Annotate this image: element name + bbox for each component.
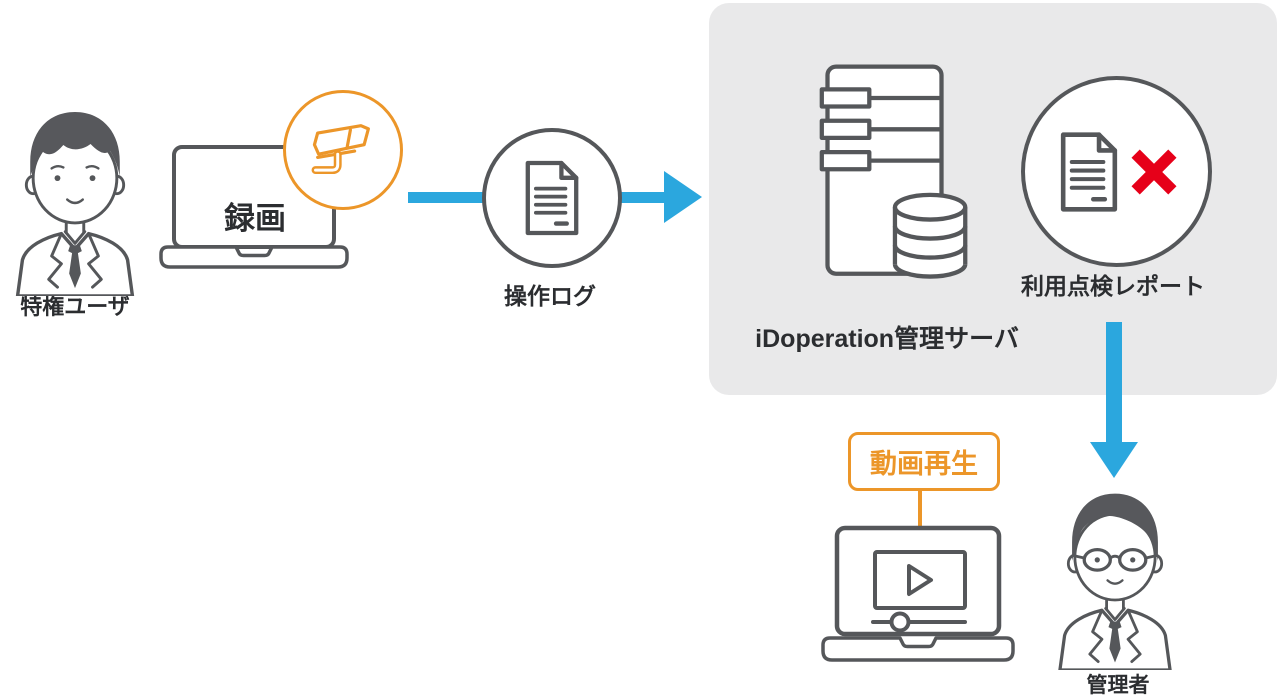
privileged-user-label: 特権ユーザ (20, 294, 130, 319)
error-cross-icon (1131, 149, 1176, 194)
video-player-icon (821, 525, 1015, 662)
flow-arrow-right-head (664, 171, 702, 223)
operation-log-node (482, 128, 622, 268)
camera-icon (311, 124, 370, 175)
administrator-illustration (1045, 488, 1185, 670)
log-document-icon (525, 160, 579, 236)
server-icon (819, 64, 968, 279)
callout-connector-line (918, 485, 922, 529)
report-document-icon (1060, 131, 1117, 212)
person-icon (15, 111, 135, 296)
flow-arrow-down-shaft (1106, 322, 1122, 444)
flow-arrow-down-head (1090, 442, 1138, 478)
camera-badge (283, 90, 403, 210)
video-playback-callout: 動画再生 (848, 432, 1000, 491)
management-server (818, 58, 970, 288)
management-server-label: iDoperation管理サーバ (755, 325, 1019, 353)
administrator-label: 管理者 (1086, 674, 1150, 696)
inspection-report-node (1021, 76, 1212, 267)
playback-laptop (820, 524, 1016, 666)
inspection-report-label: 利用点検レポート (1021, 273, 1205, 299)
privileged-user-illustration (2, 106, 148, 296)
operation-log-label: 操作ログ (504, 283, 596, 309)
recording-label: 録画 (224, 201, 286, 236)
video-playback-label: 動画再生 (870, 449, 978, 479)
admin-person-icon (1058, 493, 1172, 670)
